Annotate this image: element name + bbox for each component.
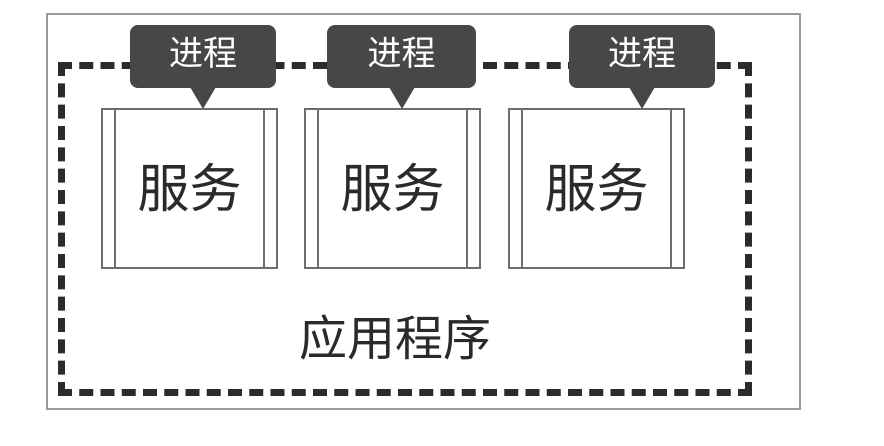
service-box-2: 服务 <box>304 108 481 269</box>
service-box-inner <box>317 110 468 267</box>
process-callout-3: 进程 <box>569 25 715 109</box>
service-box-inner <box>114 110 265 267</box>
service-box-1: 服务 <box>101 108 278 269</box>
service-box-inner <box>521 110 672 267</box>
service-box-3: 服务 <box>508 108 685 269</box>
outer-frame <box>46 13 801 410</box>
application-label: 应用程序 <box>298 311 491 367</box>
service-label: 服务 <box>340 160 445 220</box>
process-callout-2: 进程 <box>327 25 476 109</box>
service-label: 服务 <box>544 160 649 220</box>
process-callout-1: 进程 <box>130 25 276 109</box>
service-label: 服务 <box>137 160 242 220</box>
